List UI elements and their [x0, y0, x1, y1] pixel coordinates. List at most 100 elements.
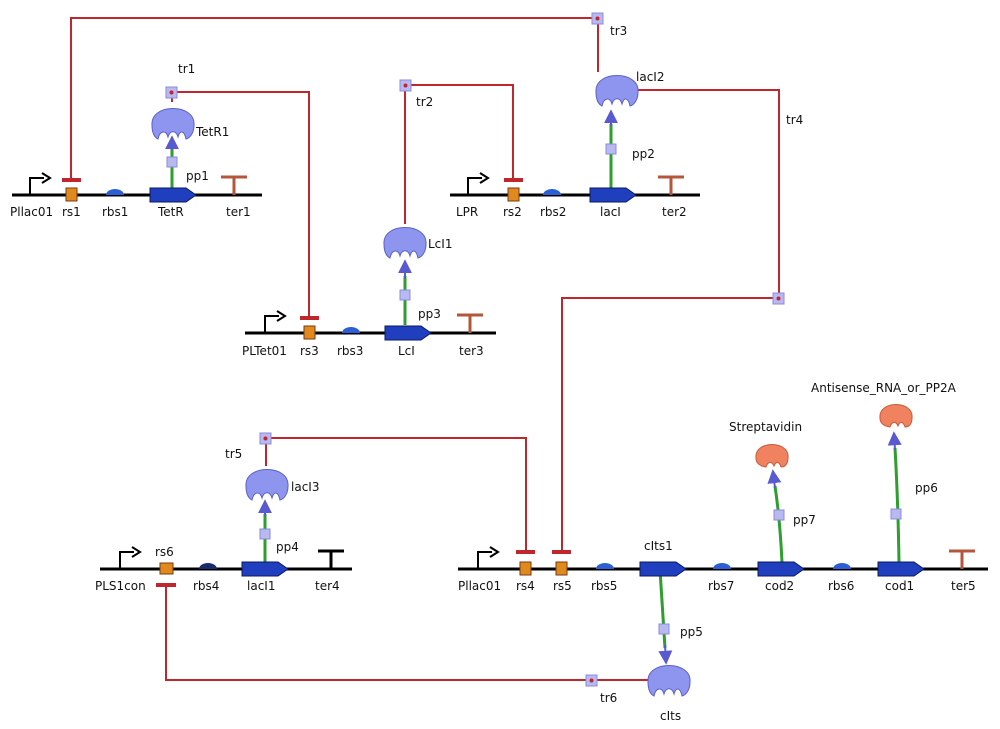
label-rbs-rbs4: rbs4: [193, 579, 219, 593]
label-operator-rs2: rs2: [503, 205, 522, 219]
label-cds-cod1: cod1: [885, 579, 914, 593]
protein-laci2[interactable]: [595, 75, 639, 107]
label-operator-rs4: rs4: [516, 579, 535, 593]
label-promoter-pllac01-1: Pllac01: [10, 205, 53, 219]
label-cds-laci1: lacI1: [247, 579, 275, 593]
terminator-ter3[interactable]: [457, 313, 483, 333]
label-expression-pp2: pp2: [632, 147, 655, 161]
rbs-rbs6[interactable]: [833, 563, 851, 569]
regulation-line-tr4: [561, 89, 780, 552]
expression-node-pp7[interactable]: [773, 509, 785, 521]
regulation-node-tr4[interactable]: [772, 292, 785, 305]
expression-arrow-pp6: [887, 431, 902, 451]
label-expression-pp3: pp3: [418, 307, 441, 321]
terminators: [221, 175, 975, 569]
operator-rs2[interactable]: [504, 178, 523, 202]
label-cds-lci: LcI: [398, 344, 415, 358]
regulation-lines: [70, 12, 785, 687]
regulation-node-tr5[interactable]: [259, 432, 272, 445]
label-cds-tetr: TetR: [157, 205, 184, 219]
label-operator-rs1: rs1: [62, 205, 81, 219]
label-rbs-rbs3: rbs3: [337, 344, 363, 358]
coding-sequences: [149, 187, 925, 577]
expression-node-pp6[interactable]: [890, 508, 902, 520]
label-regulation-tr6: tr6: [600, 691, 617, 705]
label-rbs-rbs5: rbs5: [591, 579, 617, 593]
rbs-rbs1[interactable]: [106, 189, 124, 195]
protein-streptavidin[interactable]: [755, 444, 789, 468]
regulation-node-tr3[interactable]: [591, 12, 604, 25]
terminator-ter2[interactable]: [658, 175, 684, 195]
regulation-node-tr2[interactable]: [399, 79, 412, 92]
label-terminator-ter5: ter5: [951, 579, 976, 593]
label-protein-cits: cIts: [660, 709, 681, 723]
label-terminator-ter1: ter1: [226, 205, 251, 219]
label-terminator-ter3: ter3: [459, 344, 484, 358]
cds-laci[interactable]: [589, 187, 637, 203]
expression-node-pp1[interactable]: [166, 156, 178, 168]
label-regulation-tr1: tr1: [178, 62, 195, 76]
label-protein-laci3: lacI3: [291, 480, 319, 494]
terminator-ter4[interactable]: [318, 549, 344, 569]
label-protein-tetr1: TetR1: [195, 125, 229, 139]
label-protein-antisense-rna-or-pp2a: Antisense_RNA_or_PP2A: [811, 381, 957, 395]
expression-node-pp3[interactable]: [399, 289, 411, 301]
label-expression-pp7: pp7: [793, 513, 816, 527]
label-promoter-pllac01-2: Pllac01: [458, 579, 501, 593]
protein-cits[interactable]: [647, 665, 691, 697]
label-protein-lci1: LcI1: [428, 237, 452, 251]
operator-rs1[interactable]: [62, 178, 81, 202]
regulation-node-tr6[interactable]: [585, 674, 598, 687]
cds-cits1[interactable]: [639, 561, 687, 577]
cds-tetr[interactable]: [149, 187, 197, 203]
promoter-pllac01-2[interactable]: [477, 546, 500, 568]
labels: Pllac01 LPR PLTet01 PLS1con Pllac01 rs1 …: [10, 24, 976, 723]
regulation-line-tr2: [404, 84, 514, 224]
protein-laci3[interactable]: [245, 469, 289, 501]
rbs-rbs2[interactable]: [543, 189, 561, 195]
operator-rs6[interactable]: [156, 562, 176, 587]
label-regulation-tr3: tr3: [610, 24, 627, 38]
label-protein-streptavidin: Streptavidin: [729, 420, 802, 434]
expression-node-pp4[interactable]: [259, 528, 271, 540]
rbs-rbs5[interactable]: [596, 563, 614, 569]
label-promoter-pltet01: PLTet01: [242, 344, 287, 358]
promoter-pls1con[interactable]: [119, 546, 142, 568]
terminator-ter1[interactable]: [221, 175, 247, 195]
terminator-ter5[interactable]: [949, 549, 975, 569]
label-expression-pp6: pp6: [915, 481, 938, 495]
expression-arrow-pp7: [767, 469, 782, 489]
protein-antisense-rna-or-pp2a[interactable]: [879, 404, 913, 428]
operator-rs3[interactable]: [300, 316, 319, 340]
promoter-lpr[interactable]: [467, 172, 490, 194]
expression-arrow-pp5: [658, 644, 673, 665]
regulation-line-tr5: [265, 437, 527, 552]
label-regulation-tr4: tr4: [786, 113, 803, 127]
regulation-line-tr3: [70, 17, 599, 180]
rbs-rbs7[interactable]: [713, 563, 731, 569]
label-rbs-rbs2: rbs2: [540, 205, 566, 219]
label-regulation-tr2: tr2: [416, 95, 433, 109]
expression-links: [165, 109, 902, 665]
cds-cod2[interactable]: [757, 561, 805, 577]
label-terminator-ter2: ter2: [662, 205, 687, 219]
operator-rs4[interactable]: [516, 550, 535, 576]
promoter-pllac01-1[interactable]: [29, 172, 52, 194]
cds-cod1[interactable]: [877, 561, 925, 577]
rbs-rbs4[interactable]: [199, 563, 217, 569]
expression-node-pp5[interactable]: [658, 623, 670, 635]
rbs-rbs3[interactable]: [342, 327, 360, 333]
protein-tetr1[interactable]: [151, 108, 195, 140]
expression-node-pp2[interactable]: [605, 143, 617, 155]
operator-rs5[interactable]: [552, 550, 571, 576]
regulation-line-tr6: [165, 585, 648, 681]
protein-lci1[interactable]: [383, 227, 427, 259]
label-rbs-rbs6: rbs6: [828, 579, 854, 593]
promoters: [29, 172, 500, 568]
regulation-node-tr1[interactable]: [165, 86, 178, 99]
cds-lci[interactable]: [384, 325, 432, 341]
promoter-pltet01[interactable]: [264, 310, 287, 332]
rbs-sites: [106, 189, 851, 569]
cds-laci1[interactable]: [241, 561, 289, 577]
